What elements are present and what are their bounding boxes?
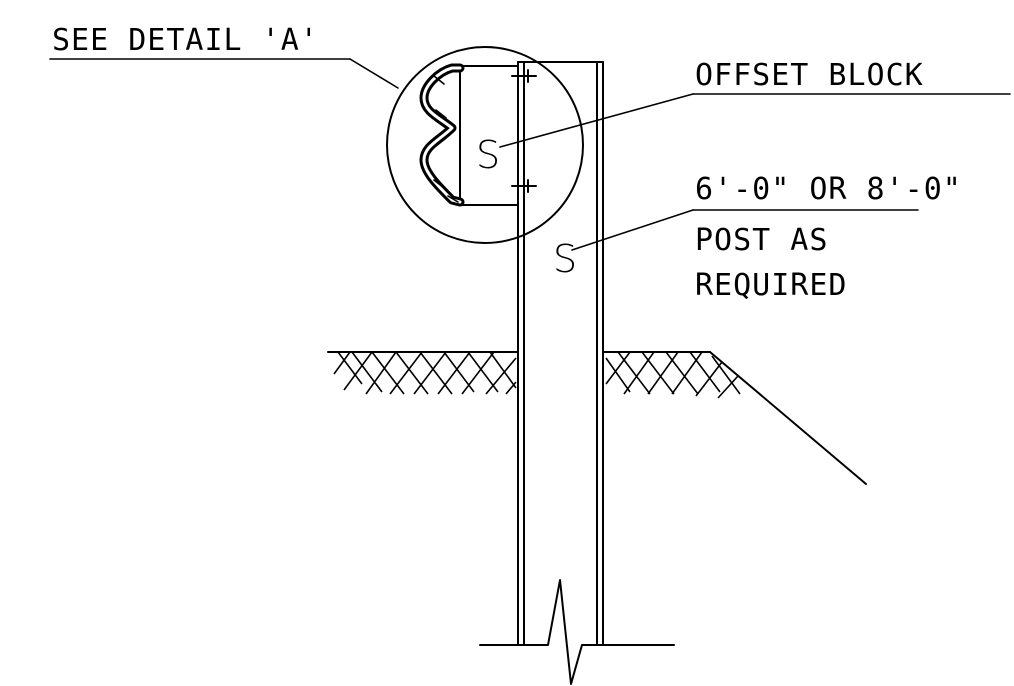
ground-line: [327, 351, 867, 485]
soil-hatch-pattern: [333, 351, 517, 395]
see-detail-leader: [349, 58, 399, 89]
offset-block: [459, 65, 519, 206]
offset-block-callout: OFFSET BLOCK: [499, 58, 1011, 148]
offset-block-label: OFFSET BLOCK: [695, 58, 924, 93]
break-symbol: [479, 579, 675, 685]
rail-tick: [435, 109, 447, 119]
detail-a-circle: [386, 46, 584, 244]
post-leader: [571, 209, 694, 251]
w-beam-rail: [419, 63, 465, 207]
post-section-mark: S: [553, 237, 577, 281]
rail-tick: [433, 75, 445, 85]
w-beam-profile-inner: [422, 66, 462, 204]
break-line: [479, 579, 675, 685]
embankment-slope: [709, 351, 867, 485]
rail-tick: [435, 137, 447, 147]
post: [517, 61, 604, 646]
rail-tick: [447, 195, 459, 203]
rail-tick: [433, 179, 445, 189]
post-callout: 6'-0" OR 8'-0" POST AS REQUIRED: [571, 172, 962, 303]
block-section-mark: S: [476, 133, 500, 177]
post-as-label: POST AS: [695, 223, 828, 258]
required-label: REQUIRED: [695, 268, 848, 303]
post-length-label: 6'-0" OR 8'-0": [695, 172, 962, 207]
soil-hatch-pattern: [605, 351, 741, 399]
soil-hatch-left: [333, 351, 517, 395]
see-detail-label: SEE DETAIL 'A': [52, 23, 319, 58]
soil-hatch-right: [605, 351, 741, 399]
see-detail-callout: SEE DETAIL 'A': [49, 23, 399, 89]
